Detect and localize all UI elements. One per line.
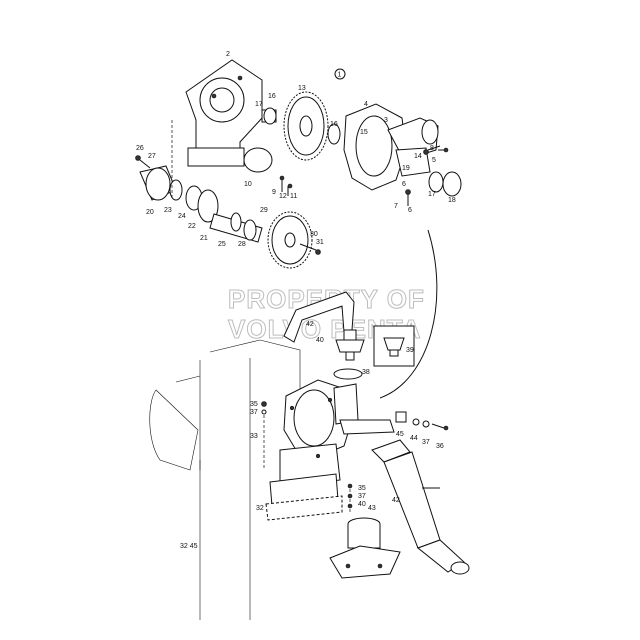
gasket-33 [265, 495, 343, 521]
part-label: 35 [358, 485, 366, 492]
part-label: 17 [428, 191, 436, 198]
pump-housing [343, 103, 439, 191]
stud-34 [261, 401, 267, 470]
part-label: 24 [178, 213, 186, 220]
part-label: 40 [358, 501, 366, 508]
part-label: 16 [330, 121, 338, 128]
part-label: 19 [402, 165, 410, 172]
part-label: 23 [164, 207, 172, 214]
part-label: 39 [406, 347, 414, 354]
small-screws [405, 145, 449, 206]
part-label: 12 [279, 193, 287, 200]
pump-base-45 [329, 517, 401, 579]
part-labels: 1 2 13 16 17 4 3 16 15 8 14 5 19 6 17 18… [136, 51, 456, 550]
pump-body [269, 379, 395, 507]
part-label: 43 [368, 505, 376, 512]
part-label: 2 [226, 51, 230, 58]
part-label: 42 [392, 497, 400, 504]
engine-outline [149, 339, 301, 620]
part-label: 6 [408, 207, 412, 214]
part-label: 40 [316, 337, 324, 344]
part-label: 35 [250, 401, 258, 408]
crank-handle-44 [371, 439, 470, 575]
callout-circle-label: 1 [338, 72, 342, 79]
outlet-fitting [428, 171, 462, 197]
part-label: 20 [146, 209, 154, 216]
lower-pump-assembly [149, 291, 470, 620]
part-label: 22 [188, 223, 196, 230]
part-label: 32 [256, 505, 264, 512]
part-label: 7 [394, 203, 398, 210]
part-label: 11 [290, 193, 297, 200]
part-label: 9 [272, 189, 276, 196]
part-label: 27 [148, 153, 156, 160]
part-label: 4 [364, 101, 368, 108]
part-label: 44 [410, 435, 418, 442]
part-label: 37 [422, 439, 430, 446]
part-label: 30 [310, 231, 318, 238]
detail-connector-line [379, 229, 438, 399]
part-label: 37 [250, 409, 258, 416]
part-label: 18 [448, 197, 456, 204]
part-label: 10 [244, 181, 252, 188]
part-label: 26 [136, 145, 144, 152]
part-label: 8 [430, 145, 434, 152]
large-gear-30 [267, 211, 321, 269]
drive-shaft-26 [209, 212, 263, 243]
detail-box-39 [373, 325, 415, 367]
part-label: 16 [268, 93, 276, 100]
part-label: 36 [436, 443, 444, 450]
drive-coupling-assembly [135, 155, 219, 223]
part-label: 38 [362, 369, 370, 376]
part-label: 17 [255, 101, 263, 108]
part-label: 3 [384, 117, 388, 124]
part-label: 5 [432, 157, 436, 164]
cover-plate-10 [243, 147, 293, 196]
o-ring-38 [333, 368, 363, 380]
part-label: 29 [260, 207, 268, 214]
screws-lower [347, 483, 353, 512]
part-label: 42 [306, 321, 314, 328]
drawing-reference: 32 45 [180, 543, 198, 550]
part-label: 45 [396, 431, 404, 438]
part-label: 15 [360, 129, 368, 136]
part-label: 21 [200, 235, 208, 242]
part-label: 31 [316, 239, 324, 246]
part-label: 28 [238, 241, 246, 248]
part-label: 25 [218, 241, 226, 248]
small-shaft-bearing [261, 107, 277, 125]
fitting-40 [335, 329, 365, 361]
part-label: 13 [298, 85, 306, 92]
part-label: 14 [414, 153, 422, 160]
part-label: 6 [402, 181, 406, 188]
callout-circle [334, 68, 346, 80]
part-label: 37 [358, 493, 366, 500]
seal-ring [327, 123, 341, 145]
large-gear-13 [283, 91, 329, 161]
fittings-right [395, 411, 449, 431]
gear-housing [185, 59, 263, 167]
upper-exploded-assembly [135, 59, 462, 269]
part-label: 33 [250, 433, 258, 440]
